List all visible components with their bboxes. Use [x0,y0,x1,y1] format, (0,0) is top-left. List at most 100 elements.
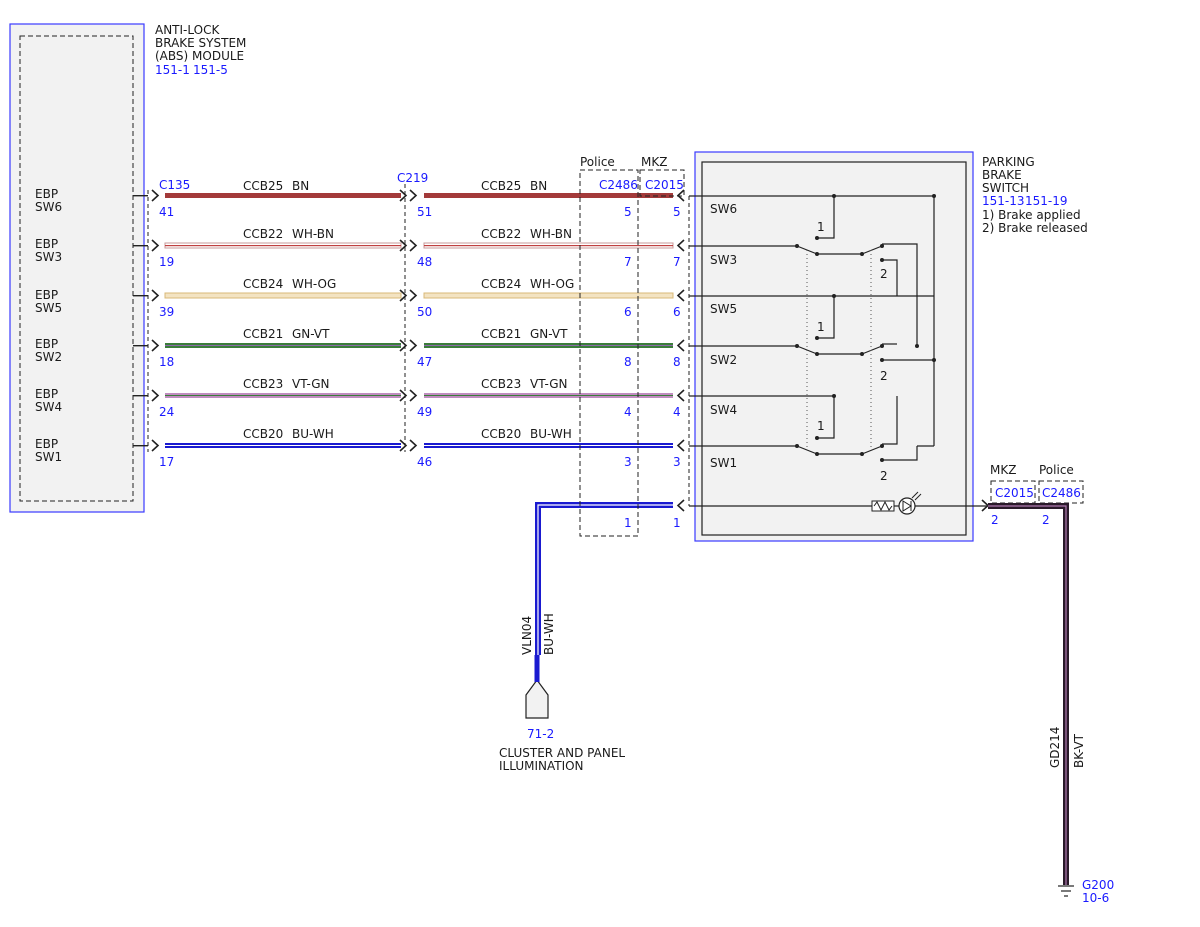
stub-row1 [133,195,148,197]
arrow-c2015-4 [676,339,685,352]
wire-ccb25-left [165,193,401,198]
wire-ccb22-color-right: WH-BN [530,227,572,241]
stub-row6 [133,445,148,447]
pbs-ref-2: 151-19 [1025,194,1068,208]
wire-ccb25-right [424,193,673,198]
c219-pin-51: 51 [417,205,432,219]
ground-symbol-icon [1058,885,1074,897]
wire-ccb20-color-right: BU-WH [530,427,572,441]
arrow-c219-1a [399,189,408,202]
ground-mkz-label: MKZ [990,463,1016,477]
pbs-sw6-label: SW6 [710,202,737,216]
vln04-circuit: VLN04 [520,616,534,655]
ground-ref: 10-6 [1082,891,1109,905]
c219-pin-48: 48 [417,255,432,269]
pbs-ref-1: 151-13 [982,194,1025,208]
ground-side: MKZ Police C2015 C2486 2 2 GD214 BK-VT G… [988,463,1114,905]
abs-title-line-2: BRAKE SYSTEM [155,36,246,50]
wire-ccb23-circuit-left: CCB23 [243,377,283,391]
arrow-c219-6b [409,439,418,452]
ground-c2015-pin: 2 [991,513,999,527]
pbs-title-line-2: BRAKE [982,168,1022,182]
c2486-pin-6: 6 [624,305,632,319]
wire-ccb22-circuit-left: CCB22 [243,227,283,241]
wire-vln04-stripe [537,504,673,655]
pbs-state-1b: 1 [817,320,825,334]
arrow-c219-2b [409,239,418,252]
illumination-label-1: CLUSTER AND PANEL [499,746,625,760]
abs-pin-label-3b: SW5 [35,301,62,315]
illumination-connector-shape [525,678,549,719]
wire-ccb25-color-right: BN [530,179,547,193]
wire-arrows [151,189,990,512]
wire-ccb20-color-left: BU-WH [292,427,334,441]
connector-c219: C219 51 48 50 47 49 46 [397,171,432,469]
arrow-c135-3 [151,289,160,302]
pbs-state-2c: 2 [880,469,888,483]
abs-module-outline [9,23,145,513]
pbs-sw4-label: SW4 [710,403,737,417]
arrow-c219-3a [399,289,408,302]
wire-ccb24-color-right: WH-OG [530,277,574,291]
vln04-color: BU-WH [542,613,556,655]
connector-c2015-mkz: MKZ C2015 5 7 6 8 4 3 1 [639,155,690,530]
wire-ccb22-color-left: WH-BN [292,227,334,241]
ground-c2486-pin: 2 [1042,513,1050,527]
pbs-state-1c: 1 [817,419,825,433]
pbs-state-2b: 2 [880,369,888,383]
c2015-pin-3: 3 [673,455,681,469]
lamp-led-icon [898,497,916,515]
arrow-c219-2a [399,239,408,252]
c2015-pin-8: 8 [673,355,681,369]
wire-ccb20-left-stripe [165,445,401,446]
wire-ccb20-circuit-left: CCB20 [243,427,283,441]
wire-ccb21-circuit-right: CCB21 [481,327,521,341]
wire-ccb24-circuit-right: CCB24 [481,277,521,291]
wire-ccb22-right-stripe [424,245,673,247]
pbs-inner-box [701,161,967,536]
abs-pin-label-5b: SW4 [35,400,62,414]
wire-ccb24-circuit-left: CCB24 [243,277,283,291]
abs-ref-2: 151-5 [193,63,228,77]
arrow-c135-6 [151,439,160,452]
c2015-pin-1: 1 [673,516,681,530]
c219-pin-46: 46 [417,455,432,469]
abs-pin-label-1b: SW6 [35,200,62,214]
pbs-state-2a: 2 [880,267,888,281]
illumination-label-2: ILLUMINATION [499,759,584,773]
c135-pin-17: 17 [159,455,174,469]
stub-row5 [133,395,148,397]
c2486-pin-7: 7 [624,255,632,269]
c219-pin-47: 47 [417,355,432,369]
abs-module-inner-dashed [19,35,134,502]
wire-ccb21-left-stripe [165,345,401,346]
pbs-title-line-3: SWITCH [982,181,1029,195]
c2486-pin-5: 5 [624,205,632,219]
pbs-contact-dots [795,194,936,462]
arrow-c2015-6 [676,439,685,452]
arrow-c135-1 [151,189,160,202]
c2486-pin-3: 3 [624,455,632,469]
wire-ccb23-color-left: VT-GN [292,377,329,391]
abs-module: ANTI-LOCK BRAKE SYSTEM (ABS) MODULE 151-… [9,23,246,513]
c135-pin-18: 18 [159,355,174,369]
arrow-c219-4a [399,339,408,352]
gd214-color: BK-VT [1072,733,1086,768]
wire-ccb21-circuit-left: CCB21 [243,327,283,341]
arrow-c2015-3 [676,289,685,302]
abs-pin-label-6a: EBP [35,437,58,451]
ground-police-label: Police [1039,463,1074,477]
abs-pin-label-6b: SW1 [35,450,62,464]
c219-pin-50: 50 [417,305,432,319]
wire-vln04 [535,502,673,655]
wire-ccb20-circuit-right: CCB20 [481,427,521,441]
wire-ccb22-circuit-right: CCB22 [481,227,521,241]
abs-ref-1: 151-1 [155,63,190,77]
led-rays-icon [911,491,922,501]
pbs-sw3-label: SW3 [710,253,737,267]
pbs-note-1: 1) Brake applied [982,208,1081,222]
c2015-pin-7: 7 [673,255,681,269]
arrow-c2015-7 [676,499,685,512]
arrow-c219-5b [409,389,418,402]
